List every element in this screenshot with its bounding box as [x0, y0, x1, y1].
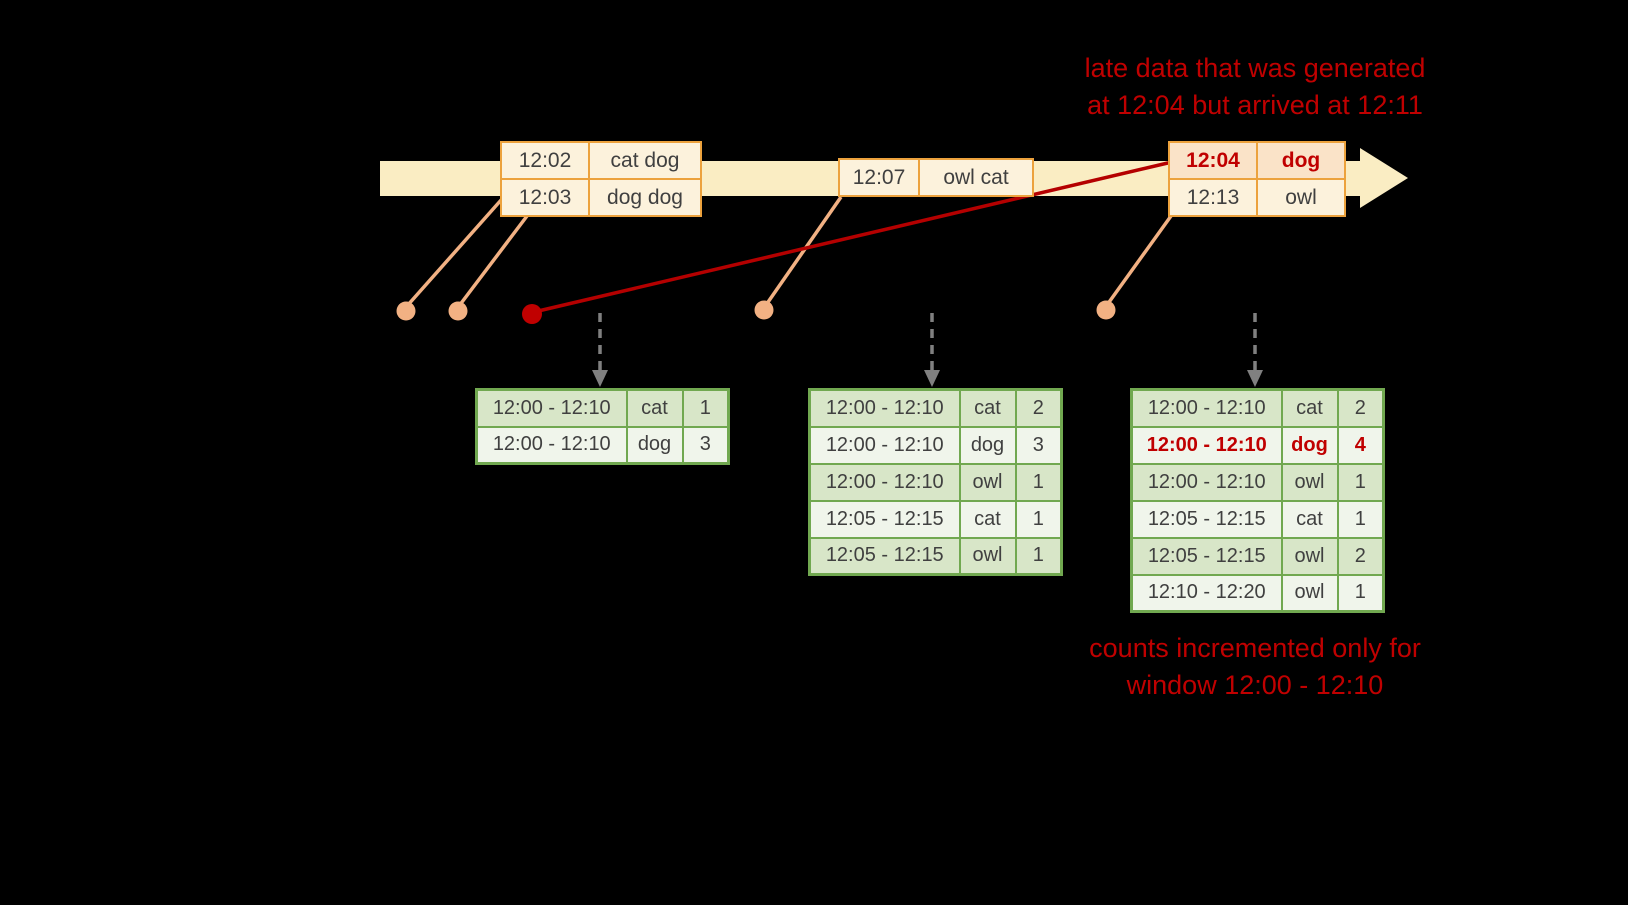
count-cell: 1	[1336, 499, 1385, 539]
result-row: 12:00 - 12:10 owl 1	[1130, 462, 1385, 502]
event-row-late: 12:04 dog	[1168, 141, 1346, 180]
event-words-cell: owl	[1256, 178, 1346, 217]
window-cell: 12:00 - 12:10	[1130, 462, 1283, 502]
word-cell: owl	[1280, 462, 1339, 502]
counts-annotation-line2: window 12:00 - 12:10	[1126, 670, 1384, 700]
count-cell: 4	[1336, 425, 1385, 465]
window-cell: 12:05 - 12:15	[808, 499, 961, 539]
count-cell: 2	[1336, 388, 1385, 428]
word-cell: owl	[958, 462, 1017, 502]
count-cell: 3	[681, 425, 730, 465]
late-event-dot	[522, 304, 542, 324]
count-cell: 1	[1336, 462, 1385, 502]
result-row-late-updated: 12:00 - 12:10 dog 4	[1130, 425, 1385, 465]
word-cell: owl	[1280, 536, 1339, 576]
count-cell: 1	[1014, 499, 1063, 539]
event-row: 12:07 owl cat	[838, 158, 1034, 197]
result-row: 12:05 - 12:15 owl 1	[808, 536, 1063, 576]
late-data-line	[533, 160, 1173, 314]
word-cell: owl	[958, 536, 1017, 576]
result-table-1: 12:00 - 12:10 cat 1 12:00 - 12:10 dog 3	[475, 388, 730, 465]
window-cell: 12:00 - 12:10	[475, 425, 628, 465]
result-table-2: 12:00 - 12:10 cat 2 12:00 - 12:10 dog 3 …	[808, 388, 1063, 576]
word-cell: cat	[1280, 388, 1339, 428]
result-row: 12:00 - 12:10 dog 3	[475, 425, 730, 465]
event-time-cell: 12:04	[1168, 141, 1258, 180]
window-cell: 12:05 - 12:15	[1130, 499, 1283, 539]
count-cell: 1	[681, 388, 730, 428]
counts-annotation-line1: counts incremented only for	[1089, 633, 1421, 663]
late-data-annotation-line2: at 12:04 but arrived at 12:11	[1087, 90, 1423, 120]
event-table-2: 12:07 owl cat	[838, 158, 1034, 197]
count-cell: 1	[1336, 573, 1385, 613]
result-row: 12:00 - 12:10 cat 1	[475, 388, 730, 428]
event-time-cell: 12:02	[500, 141, 590, 180]
window-cell: 12:00 - 12:10	[1130, 425, 1283, 465]
trigger-arrow-2	[924, 313, 940, 387]
counts-annotation: counts incremented only for window 12:00…	[1020, 630, 1490, 704]
event-dot-3	[754, 300, 774, 320]
word-cell: dog	[625, 425, 684, 465]
word-cell: dog	[1280, 425, 1339, 465]
result-row: 12:00 - 12:10 cat 2	[808, 388, 1063, 428]
connector-line-1	[405, 197, 504, 308]
window-cell: 12:05 - 12:15	[808, 536, 961, 576]
count-cell: 2	[1014, 388, 1063, 428]
word-cell: cat	[958, 388, 1017, 428]
event-dot-1	[396, 301, 416, 321]
window-cell: 12:00 - 12:10	[1130, 388, 1283, 428]
word-cell: dog	[958, 425, 1017, 465]
event-time-cell: 12:03	[500, 178, 590, 217]
event-table-1: 12:02 cat dog 12:03 dog dog	[500, 141, 702, 217]
window-cell: 12:10 - 12:20	[1130, 573, 1283, 613]
event-dot-2	[448, 301, 468, 321]
count-cell: 3	[1014, 425, 1063, 465]
trigger-arrow-1	[592, 313, 608, 387]
count-cell: 1	[1014, 536, 1063, 576]
window-cell: 12:00 - 12:10	[475, 388, 628, 428]
event-words-cell: owl cat	[918, 158, 1034, 197]
word-cell: owl	[1280, 573, 1339, 613]
result-row: 12:05 - 12:15 cat 1	[808, 499, 1063, 539]
result-row: 12:00 - 12:10 owl 1	[808, 462, 1063, 502]
connector-line-4	[1105, 214, 1173, 307]
result-row: 12:00 - 12:10 dog 3	[808, 425, 1063, 465]
result-row: 12:00 - 12:10 cat 2	[1130, 388, 1385, 428]
connector-line-3	[764, 196, 843, 306]
count-cell: 1	[1014, 462, 1063, 502]
event-words-cell: cat dog	[588, 141, 702, 180]
late-data-annotation-line1: late data that was generated	[1084, 53, 1426, 83]
result-row: 12:10 - 12:20 owl 1	[1130, 573, 1385, 613]
window-cell: 12:05 - 12:15	[1130, 536, 1283, 576]
count-cell: 2	[1336, 536, 1385, 576]
event-words-cell: dog	[1256, 141, 1346, 180]
window-cell: 12:00 - 12:10	[808, 462, 961, 502]
word-cell: cat	[1280, 499, 1339, 539]
late-data-annotation: late data that was generated at 12:04 bu…	[1020, 50, 1490, 124]
window-cell: 12:00 - 12:10	[808, 388, 961, 428]
event-row: 12:02 cat dog	[500, 141, 702, 180]
trigger-arrow-3	[1247, 313, 1263, 387]
event-row: 12:03 dog dog	[500, 178, 702, 217]
word-cell: cat	[958, 499, 1017, 539]
connector-line-2	[457, 214, 529, 308]
result-table-3: 12:00 - 12:10 cat 2 12:00 - 12:10 dog 4 …	[1130, 388, 1385, 613]
event-dot-4	[1096, 300, 1116, 320]
window-cell: 12:00 - 12:10	[808, 425, 961, 465]
event-row: 12:13 owl	[1168, 178, 1346, 217]
event-words-cell: dog dog	[588, 178, 702, 217]
event-time-cell: 12:13	[1168, 178, 1258, 217]
result-row: 12:05 - 12:15 cat 1	[1130, 499, 1385, 539]
event-time-cell: 12:07	[838, 158, 920, 197]
result-row: 12:05 - 12:15 owl 2	[1130, 536, 1385, 576]
word-cell: cat	[625, 388, 684, 428]
event-table-3: 12:04 dog 12:13 owl	[1168, 141, 1346, 217]
